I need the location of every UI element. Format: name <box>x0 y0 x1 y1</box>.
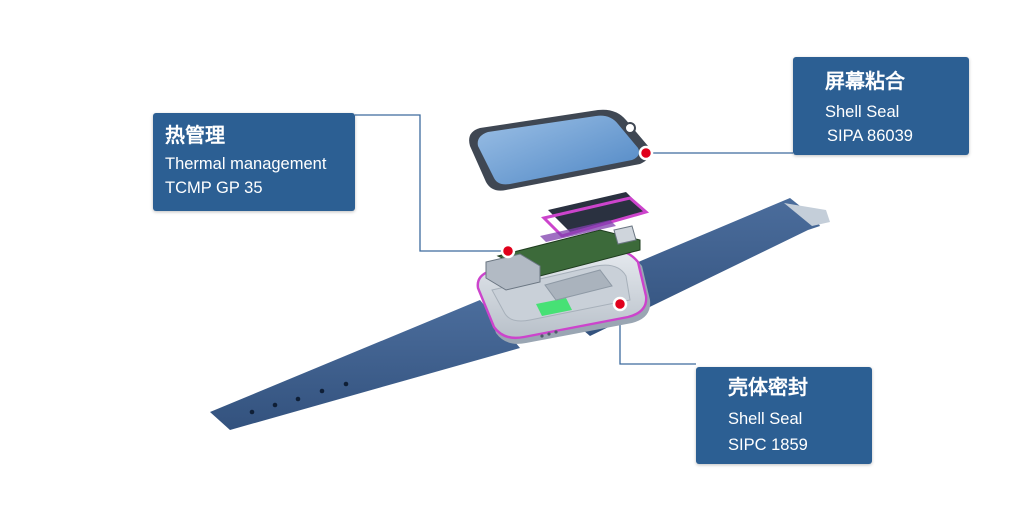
callout-screen-line1: Shell Seal <box>825 103 900 121</box>
display-screen <box>477 115 640 185</box>
strap-left <box>210 300 520 430</box>
display-module <box>469 109 650 191</box>
callout-thermal-title: 热管理 <box>165 123 225 147</box>
inner-bracket <box>544 269 613 301</box>
internal-components <box>485 192 650 291</box>
callout-shell-line2: SIPC 1859 <box>728 436 808 454</box>
callout-shell-line1: Shell Seal <box>728 410 803 428</box>
callout-shell-title: 壳体密封 <box>728 375 808 399</box>
green-sensor <box>536 298 572 316</box>
callout-thermal-management: 热管理 Thermal management TCMP GP 35 <box>153 113 355 211</box>
callout-screen-title: 屏幕粘合 <box>825 69 905 93</box>
chip-module <box>485 253 541 291</box>
strap-holes <box>249 381 349 415</box>
callout-thermal-line1: Thermal management <box>165 155 327 173</box>
callout-screen-line2: SIPA 86039 <box>827 127 913 145</box>
marker-thermal <box>500 243 516 259</box>
callout-screen-bonding: 屏幕粘合 Shell Seal SIPA 86039 <box>793 57 969 155</box>
marker-screen <box>638 145 654 161</box>
callout-markers <box>500 145 654 312</box>
display-side-knob <box>624 122 636 134</box>
flex-cable <box>540 220 616 242</box>
callout-shell-seal: 壳体密封 Shell Seal SIPC 1859 <box>696 367 872 464</box>
case-side-ports <box>540 330 558 338</box>
marker-shell <box>612 296 628 312</box>
leader-thermal <box>355 114 508 252</box>
strap-right-buckle <box>784 203 830 226</box>
battery-thermal-pad <box>541 196 650 238</box>
callout-thermal-line2: TCMP GP 35 <box>165 179 263 197</box>
battery <box>548 192 646 232</box>
connector <box>613 225 637 245</box>
